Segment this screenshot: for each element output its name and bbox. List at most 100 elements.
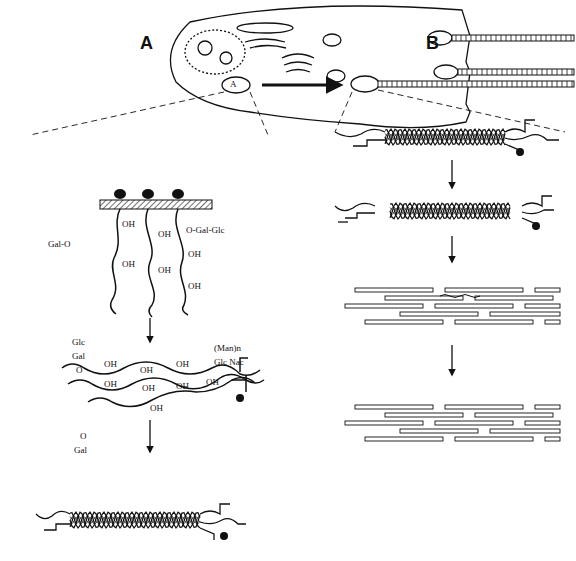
propeptide xyxy=(345,213,375,218)
chemical-label: OH xyxy=(158,266,171,275)
helix-strand xyxy=(385,130,505,145)
procollagen-chain xyxy=(111,209,188,317)
band-line xyxy=(552,69,553,75)
band-line xyxy=(397,81,398,87)
collagen-molecule xyxy=(400,312,478,316)
helix-strand xyxy=(385,133,505,141)
band-line xyxy=(517,69,518,75)
collagen-molecule xyxy=(385,413,463,417)
helix-strand xyxy=(390,207,510,215)
helix-strand xyxy=(70,513,200,528)
band-line xyxy=(537,69,538,75)
helix-strand xyxy=(70,516,200,524)
band-line xyxy=(562,69,563,75)
propeptide xyxy=(200,528,214,540)
sugar-residue xyxy=(532,222,540,230)
procollagen-chain xyxy=(62,358,264,407)
propeptide xyxy=(335,203,375,210)
panel-letter: B xyxy=(426,34,439,52)
band-line xyxy=(466,35,467,41)
sugar-residue xyxy=(516,148,524,156)
band-line xyxy=(511,35,512,41)
band-line xyxy=(532,81,533,87)
band-line xyxy=(487,81,488,87)
band-line xyxy=(482,81,483,87)
zoom-lines xyxy=(30,90,565,135)
band-line xyxy=(507,69,508,75)
band-line xyxy=(477,81,478,87)
band-line xyxy=(557,69,558,75)
band-line xyxy=(542,69,543,75)
collagen-molecule xyxy=(365,437,443,441)
band-line xyxy=(517,81,518,87)
helix-strand xyxy=(70,516,200,524)
band-line xyxy=(547,81,548,87)
collagen-molecule xyxy=(545,437,560,441)
band-line xyxy=(531,35,532,41)
rer-membrane xyxy=(100,189,212,209)
band-line xyxy=(552,81,553,87)
band-line xyxy=(442,81,443,87)
collagen-molecule xyxy=(435,421,513,425)
chemical-label: A xyxy=(230,80,237,89)
band-line xyxy=(452,81,453,87)
band-line xyxy=(572,69,573,75)
chemical-label: OH xyxy=(176,382,189,391)
band-line xyxy=(467,81,468,87)
band-line xyxy=(571,35,572,41)
band-line xyxy=(507,81,508,87)
band-line xyxy=(462,69,463,75)
collagen-molecule xyxy=(455,320,533,324)
band-line xyxy=(527,81,528,87)
band-line xyxy=(547,69,548,75)
helix-strand xyxy=(385,133,505,141)
helix-strand xyxy=(390,207,510,215)
band-line xyxy=(447,81,448,87)
band-line xyxy=(477,69,478,75)
band-line xyxy=(506,35,507,41)
band-line xyxy=(471,35,472,41)
collagen-molecule xyxy=(455,437,533,441)
band-line xyxy=(561,35,562,41)
propeptide xyxy=(44,524,70,530)
chemical-label: Gal-O xyxy=(48,240,71,249)
band-line xyxy=(427,81,428,87)
band-line xyxy=(567,81,568,87)
collagen-molecule xyxy=(445,288,523,292)
band-line xyxy=(432,81,433,87)
chemical-label: OH xyxy=(104,360,117,369)
helix-strand xyxy=(390,203,510,218)
collagen-molecule xyxy=(400,429,478,433)
band-line xyxy=(487,69,488,75)
band-line xyxy=(522,69,523,75)
collagen-molecule xyxy=(355,288,433,292)
helix-strand xyxy=(70,516,200,524)
collagen-molecule xyxy=(345,421,423,425)
band-line xyxy=(387,81,388,87)
band-line xyxy=(472,69,473,75)
band-line xyxy=(516,35,517,41)
band-line xyxy=(461,35,462,41)
chemical-label: OH xyxy=(122,260,135,269)
band-line xyxy=(492,69,493,75)
collagen-molecule xyxy=(345,304,423,308)
chemical-label: OH xyxy=(122,220,135,229)
helix-strand xyxy=(390,207,510,215)
band-line xyxy=(491,35,492,41)
propeptide xyxy=(522,210,554,214)
band-line xyxy=(486,35,487,41)
sugar-residue xyxy=(236,394,244,402)
band-line xyxy=(382,81,383,87)
chemical-label: OH xyxy=(158,230,171,239)
collagen-molecule xyxy=(525,304,560,308)
band-line xyxy=(562,81,563,87)
band-line xyxy=(527,69,528,75)
collagen-molecule xyxy=(475,413,553,417)
helix-strand xyxy=(390,204,510,219)
chemical-label: Glc xyxy=(72,338,85,347)
chemical-label: OH xyxy=(104,380,117,389)
band-line xyxy=(526,35,527,41)
band-line xyxy=(457,81,458,87)
panel-letter: A xyxy=(140,34,153,52)
band-line xyxy=(481,35,482,41)
